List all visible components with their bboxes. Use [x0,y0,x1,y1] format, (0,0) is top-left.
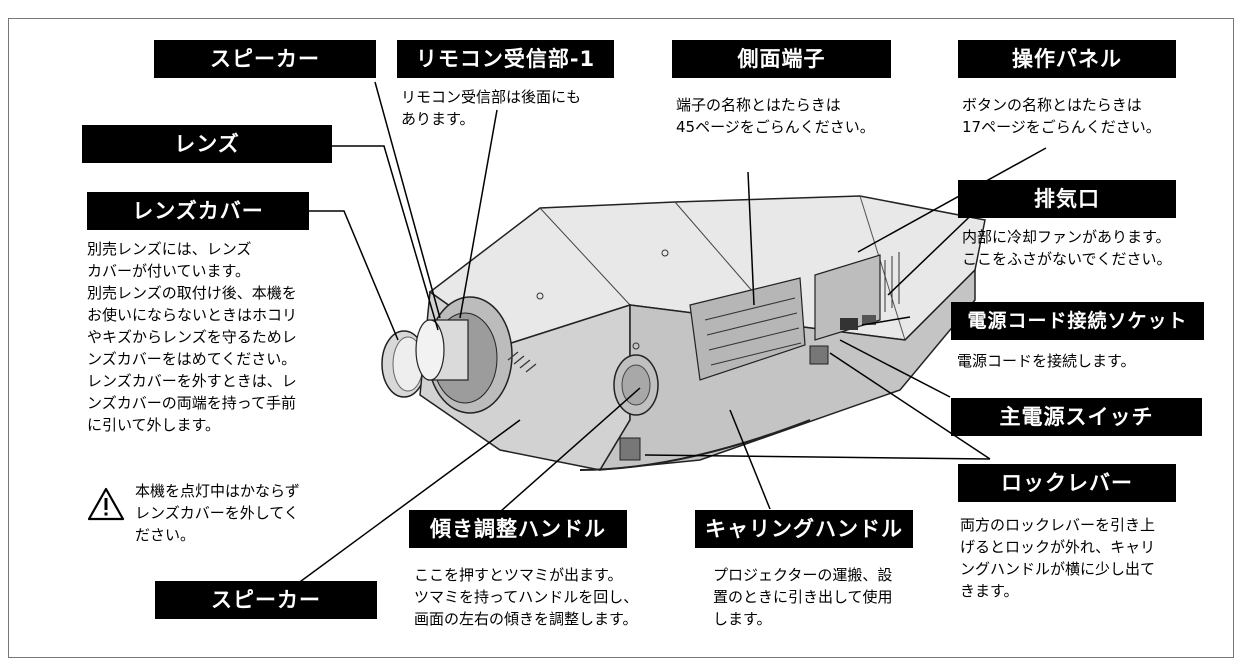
label-power-socket: 電源コード接続ソケット [951,302,1204,340]
label-speaker-top: スピーカー [154,40,376,78]
label-tilt-handle: 傾き調整ハンドル [409,510,627,548]
label-main-switch: 主電源スイッチ [951,398,1202,436]
desc-control-panel: ボタンの名称とはたらきは 17ページをごらんください。 [962,96,1161,136]
warning-lens-cover: 本機を点灯中はかならず レンズカバーを外してく ださい。 [135,482,300,544]
desc-remote-receiver: リモコン受信部は後面にも あります。 [401,88,582,128]
label-lens-cover: レンズカバー [87,192,309,230]
desc-lock-lever: 両方のロックレバーを引き上 げるとロックが外れ、キャリ ングハンドルが横に少し出… [960,516,1156,600]
desc-side-terminal: 端子の名称とはたらきは 45ページをごらんください。 [676,96,875,136]
desc-lens-cover: 別売レンズには、レンズ カバーが付いています。 別売レンズの取付け後、本機を お… [87,240,298,434]
label-remote-receiver: リモコン受信部-1 [397,40,614,78]
warning-icon [87,487,125,521]
page-frame [8,18,1234,658]
label-speaker-bottom: スピーカー [155,581,377,619]
label-carry-handle: キャリングハンドル [695,510,913,548]
desc-power-socket: 電源コードを接続します。 [957,352,1136,370]
label-side-terminal: 側面端子 [672,40,891,78]
label-lock-lever: ロックレバー [958,464,1176,502]
label-control-panel: 操作パネル [958,40,1176,78]
label-lens: レンズ [82,125,332,163]
desc-carry-handle: プロジェクターの運搬、設 置のときに引き出して使用 します。 [713,566,893,628]
side-terminal-panel [689,277,806,381]
desc-tilt-handle: ここを押すとツマミが出ます。 ツマミを持ってハンドルを回し、 画面の左右の傾きを… [414,566,639,628]
power-socket-illustration [840,318,858,330]
label-exhaust: 排気口 [958,180,1176,218]
lock-lever-illustration [619,437,641,461]
desc-exhaust: 内部に冷却ファンがあります。 ここをふさがないでください。 [962,228,1172,268]
carry-handle-illustration [579,419,811,471]
